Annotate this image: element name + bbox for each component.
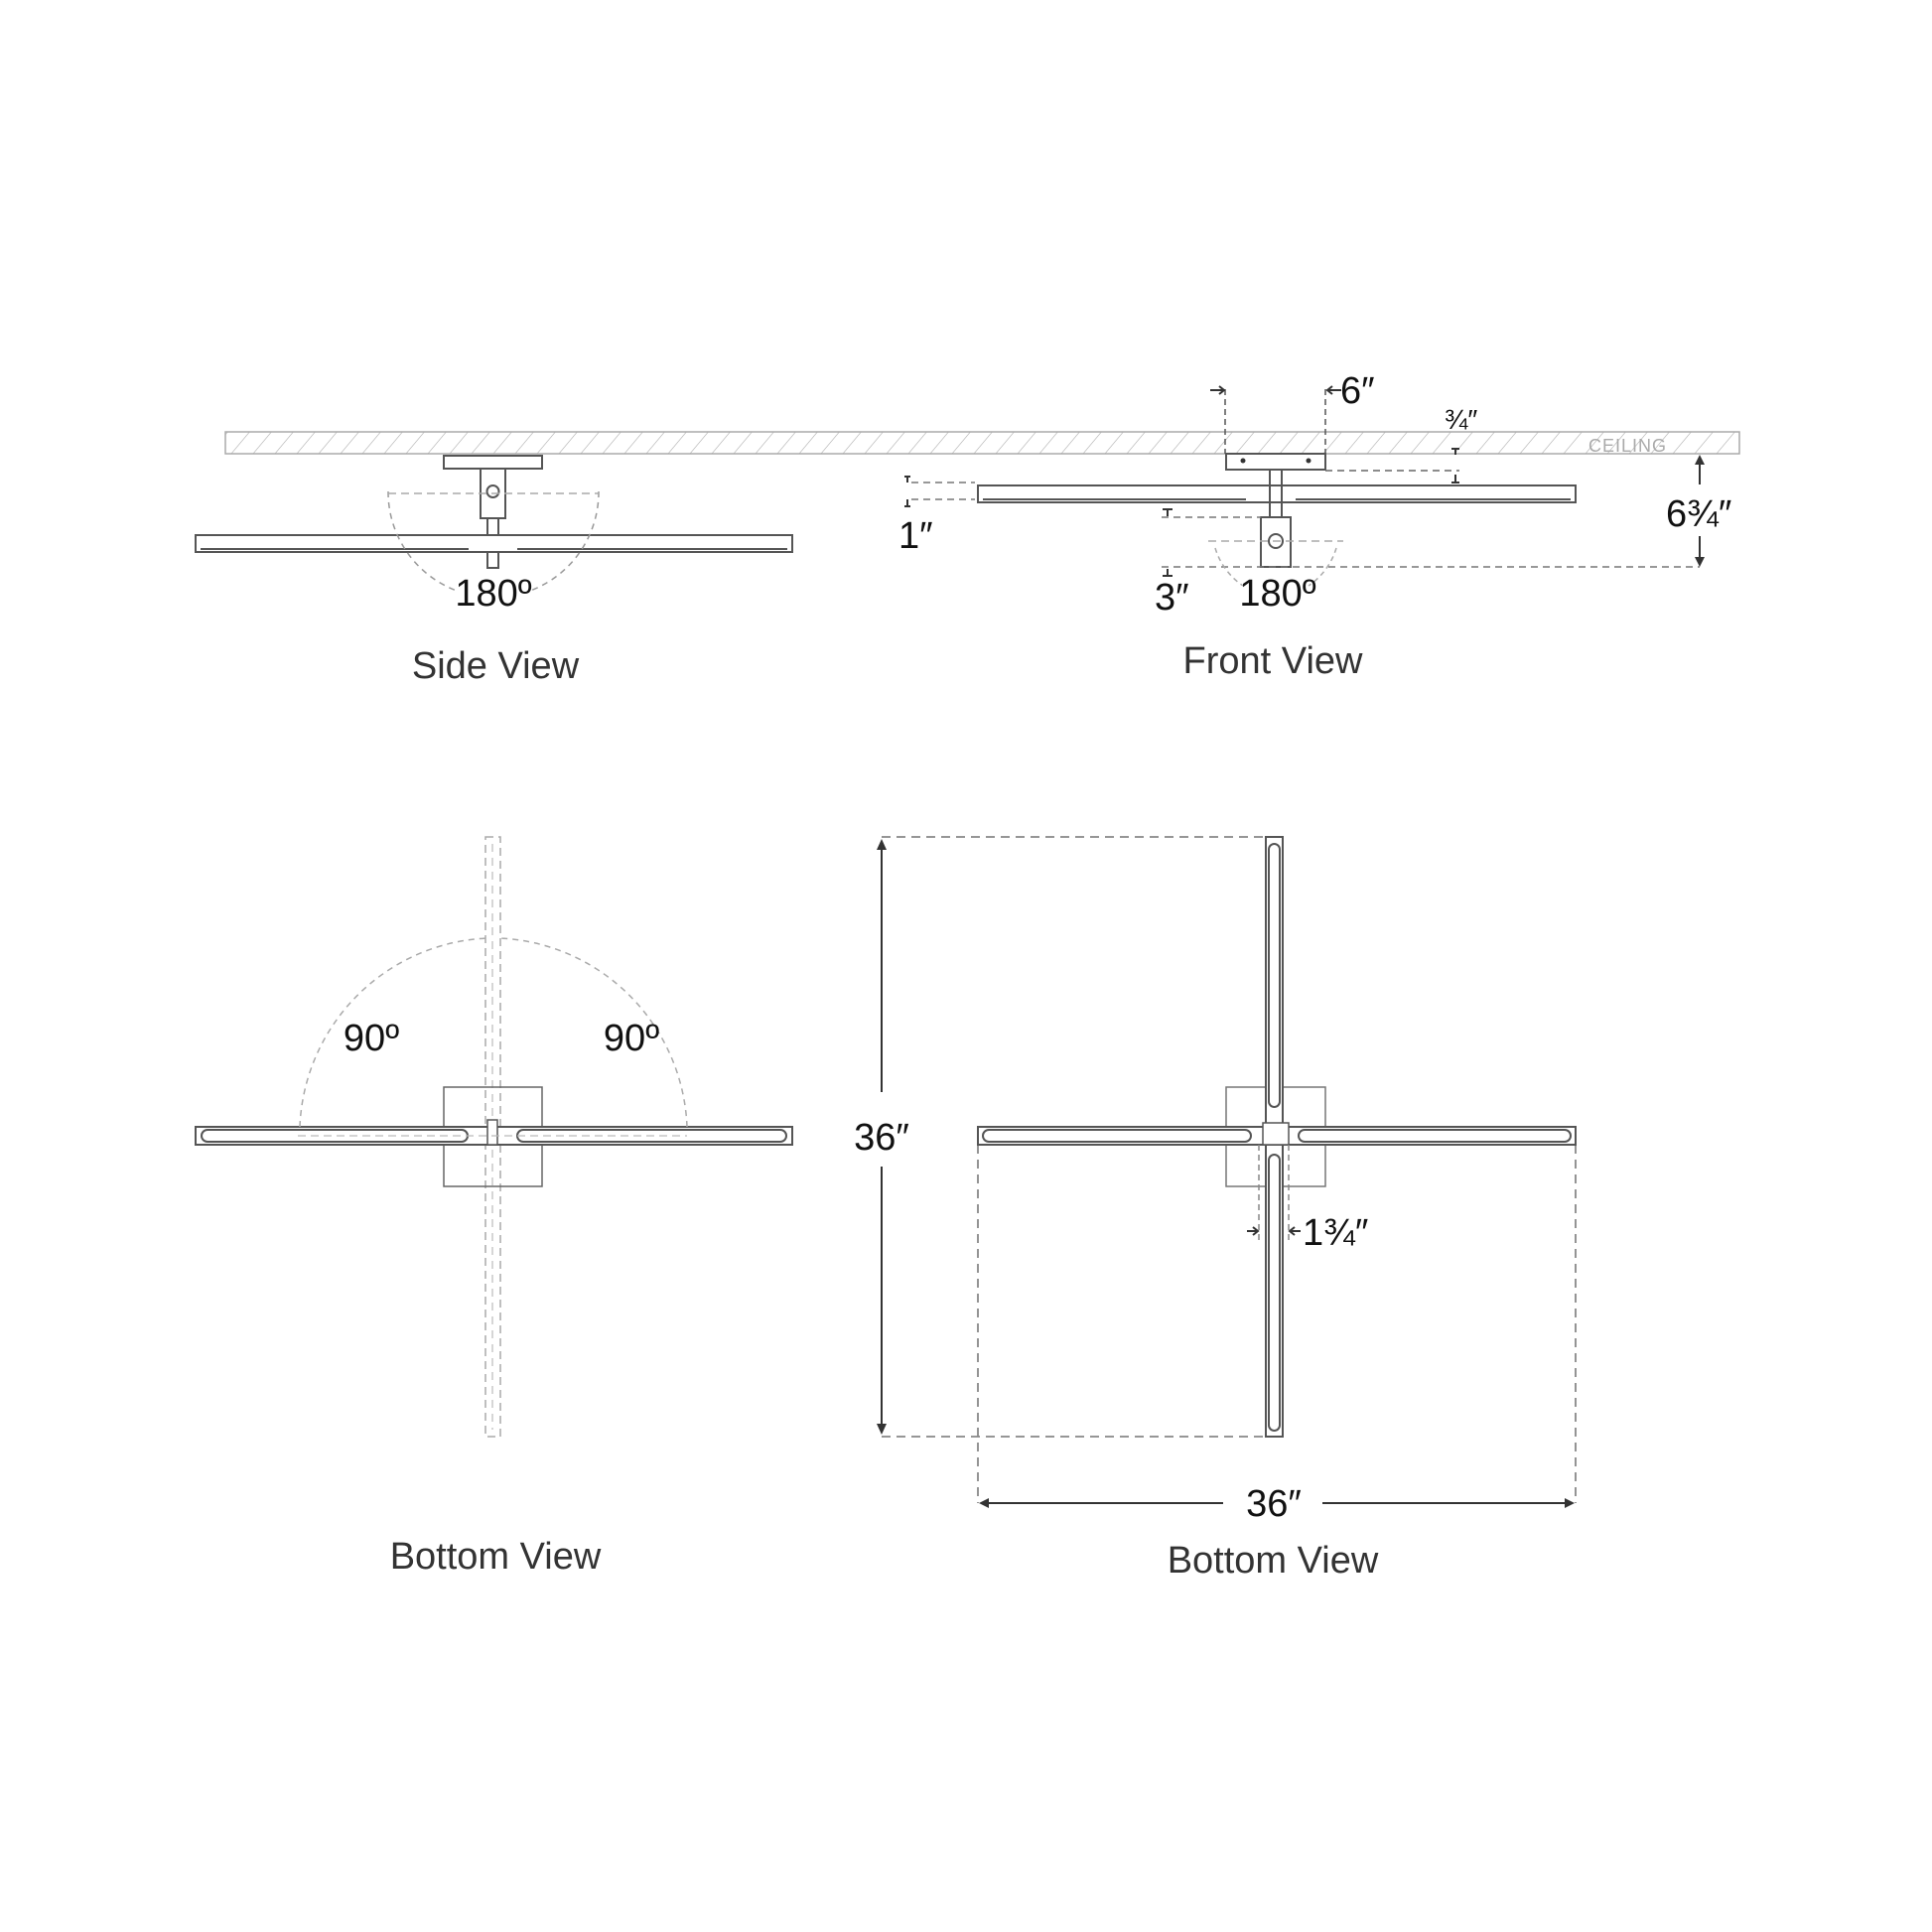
bottom-view-dimensions: 1¾″ 36″ 36″ Bottom View: [854, 836, 1577, 1582]
pivot-icon: [485, 484, 500, 498]
front-view-label: Front View: [1183, 640, 1363, 682]
front-rotation-label: 180º: [1239, 573, 1315, 615]
bottom-view-rotation: 90º 90º Bottom View: [195, 836, 793, 1578]
center-hub: [1262, 1122, 1290, 1146]
right-rotation-label: 90º: [604, 1018, 659, 1059]
side-view: 180º Side View: [195, 455, 793, 687]
front-canopy-width-label: 6″: [1340, 370, 1375, 412]
ceiling: CEILING: [224, 431, 1740, 456]
ceiling-label: CEILING: [1588, 436, 1667, 456]
height-dimension-label: 36″: [854, 1117, 909, 1159]
front-overall-height-label: 6¾″: [1666, 493, 1731, 535]
side-canopy: [443, 455, 543, 470]
width-dimension-label: 36″: [1246, 1483, 1302, 1525]
bottom-view-dimensions-label: Bottom View: [1168, 1540, 1379, 1582]
side-view-label: Side View: [412, 645, 580, 687]
bottom-view-rotation-label: Bottom View: [390, 1536, 602, 1578]
arm-width-label: 1¾″: [1303, 1212, 1368, 1254]
side-arm: [195, 534, 793, 553]
left-rotation-label: 90º: [344, 1018, 399, 1059]
front-view: 6″ ¾″ 1″ 3″ 180º: [898, 370, 1731, 682]
side-rotation-label: 180º: [455, 573, 531, 615]
front-arm-height-label: 1″: [898, 515, 933, 557]
front-box-height-label: 3″: [1155, 577, 1189, 619]
front-canopy-depth-label: ¾″: [1445, 404, 1477, 435]
